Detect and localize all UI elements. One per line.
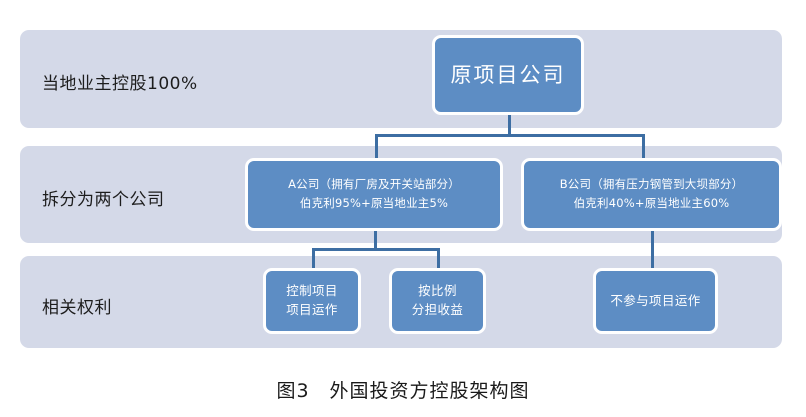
figure-caption: 图3 外国投资方控股架构图	[276, 380, 530, 402]
node-control-project-operation-line2: 项目运作	[286, 302, 338, 317]
node-company-a-line2: 伯克利95%+原当地业主5%	[299, 196, 449, 210]
node-proportional-profit-share[interactable]: 按比例 分担收益	[389, 268, 486, 334]
connector-root-bus	[375, 134, 645, 137]
connector-company-a-stem	[374, 229, 377, 250]
node-company-a-line1: A公司（拥有厂房及开关站部分）	[288, 177, 460, 192]
connector-company-a-bus	[312, 248, 440, 251]
row-label-shareholding: 当地业主控股100%	[42, 74, 198, 94]
node-original-project-company[interactable]: 原项目公司	[432, 35, 584, 115]
connector-root-stem	[508, 113, 511, 135]
node-company-b-line1: B公司（拥有压力钢管到大坝部分）	[559, 177, 744, 192]
row-band-shareholding	[20, 30, 782, 128]
node-proportional-profit-share-line1: 按比例	[418, 283, 457, 299]
node-proportional-profit-share-line2: 分担收益	[411, 302, 464, 317]
row-label-split: 拆分为两个公司	[42, 190, 165, 210]
node-company-b[interactable]: B公司（拥有压力钢管到大坝部分） 伯克利40%+原当地业主60%	[521, 158, 782, 231]
node-control-project-operation[interactable]: 控制项目 项目运作	[263, 268, 361, 334]
connector-to-right-a2	[437, 248, 440, 268]
row-label-rights: 相关权利	[42, 298, 112, 318]
connector-to-company-b	[642, 134, 645, 160]
node-company-a[interactable]: A公司（拥有厂房及开关站部分） 伯克利95%+原当地业主5%	[245, 158, 503, 231]
connector-company-b-stem	[651, 229, 654, 269]
node-no-participation-operation[interactable]: 不参与项目运作	[593, 268, 718, 334]
node-control-project-operation-line1: 控制项目	[286, 283, 338, 299]
node-no-participation-operation-line1: 不参与项目运作	[610, 292, 701, 308]
connector-to-right-a1	[312, 248, 315, 268]
node-company-b-line2: 伯克利40%+原当地业主60%	[573, 196, 730, 210]
connector-to-company-a	[375, 134, 378, 160]
node-original-project-company-label: 原项目公司	[450, 62, 566, 87]
